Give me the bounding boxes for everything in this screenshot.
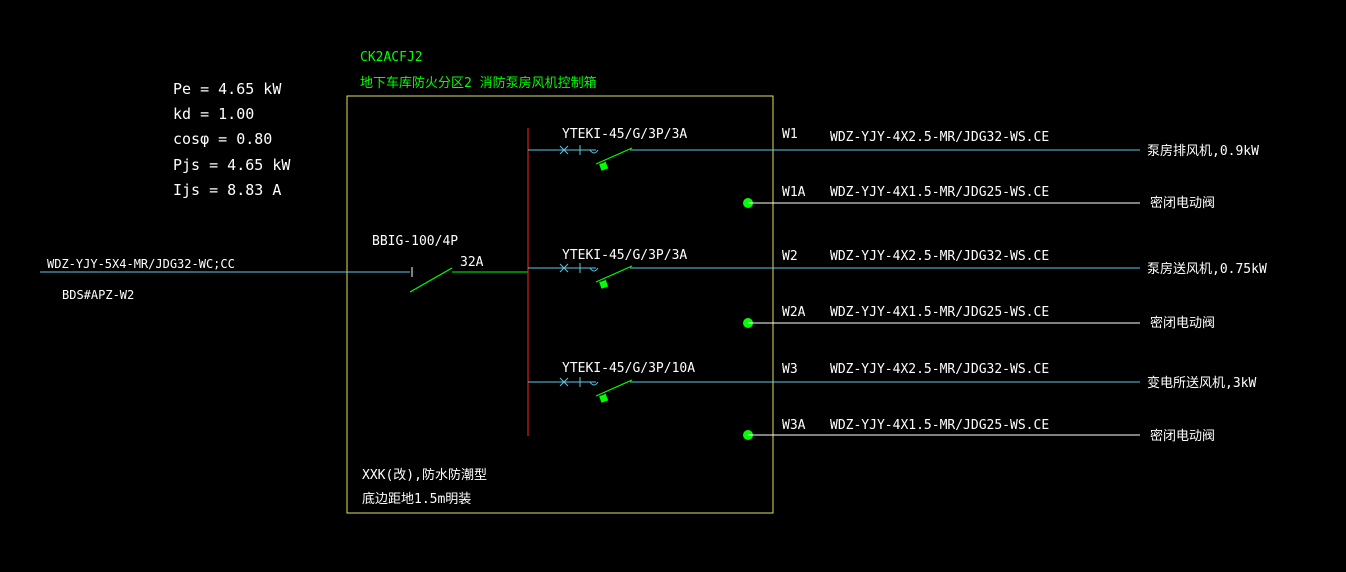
branch-w2a-load: 密闭电动阀 xyxy=(1150,315,1215,331)
branch-w1-cable: WDZ-YJY-4X2.5-MR/JDG32-WS.CE xyxy=(830,130,1049,145)
branch-w1-breaker-model: YTEKI-45/G/3P/3A xyxy=(562,127,687,142)
panel-enclosure xyxy=(346,95,774,514)
panel-install-type: XXK(改),防水防潮型 xyxy=(362,467,487,483)
branch-w3-breaker-model: YTEKI-45/G/3P/10A xyxy=(562,361,695,376)
branch-w3a-load: 密闭电动阀 xyxy=(1150,428,1215,444)
incoming-source-label: BDS#APZ-W2 xyxy=(62,288,134,302)
panel-code: CK2ACFJ2 xyxy=(360,50,423,65)
branch-w3-circuit: W3 xyxy=(782,362,798,377)
branch-w3-load: 变电所送风机,3kW xyxy=(1147,375,1256,391)
branch-w3a-cable: WDZ-YJY-4X1.5-MR/JDG25-WS.CE xyxy=(830,418,1049,433)
branch-w1-circuit: W1 xyxy=(782,127,798,142)
main-breaker-contact xyxy=(409,267,453,293)
load-cos: cosφ = 0.80 xyxy=(173,130,272,148)
load-kd: kd = 1.00 xyxy=(173,105,254,123)
branch-w2-circuit: W2 xyxy=(782,249,798,264)
panel-name: 地下车库防火分区2 消防泵房风机控制箱 xyxy=(360,75,597,91)
branch-w1a-cable: WDZ-YJY-4X1.5-MR/JDG25-WS.CE xyxy=(830,185,1049,200)
branch-w1-load: 泵房排风机,0.9kW xyxy=(1147,143,1259,159)
branch-w2-breaker-model: YTEKI-45/G/3P/3A xyxy=(562,248,687,263)
load-pjs: Pjs = 4.65 kW xyxy=(173,156,291,174)
load-ijs: Ijs = 8.83 A xyxy=(173,181,281,199)
branch-w2-cable: WDZ-YJY-4X2.5-MR/JDG32-WS.CE xyxy=(830,249,1049,264)
load-pe: Pe = 4.65 kW xyxy=(173,80,282,98)
branch-w1a-circuit: W1A xyxy=(782,185,806,200)
main-breaker-rating: 32A xyxy=(460,255,484,270)
branch-w1a-load: 密闭电动阀 xyxy=(1150,195,1215,211)
panel-install-height: 底边距地1.5m明装 xyxy=(362,491,471,507)
branch-w3-breaker-symbol xyxy=(528,377,1140,403)
branch-w1-breaker-symbol xyxy=(528,145,1140,171)
branch-w2a-cable: WDZ-YJY-4X1.5-MR/JDG25-WS.CE xyxy=(830,305,1049,320)
branch-w3-cable: WDZ-YJY-4X2.5-MR/JDG32-WS.CE xyxy=(830,362,1049,377)
branch-w2-breaker-symbol xyxy=(528,263,1140,289)
incoming-cable-label: WDZ-YJY-5X4-MR/JDG32-WC;CC xyxy=(47,257,235,271)
branch-w2a-circuit: W2A xyxy=(782,305,806,320)
branch-w3a-circuit: W3A xyxy=(782,418,806,433)
branch-w2-load: 泵房送风机,0.75kW xyxy=(1147,261,1267,277)
main-breaker-model: BBIG-100/4P xyxy=(372,234,458,249)
